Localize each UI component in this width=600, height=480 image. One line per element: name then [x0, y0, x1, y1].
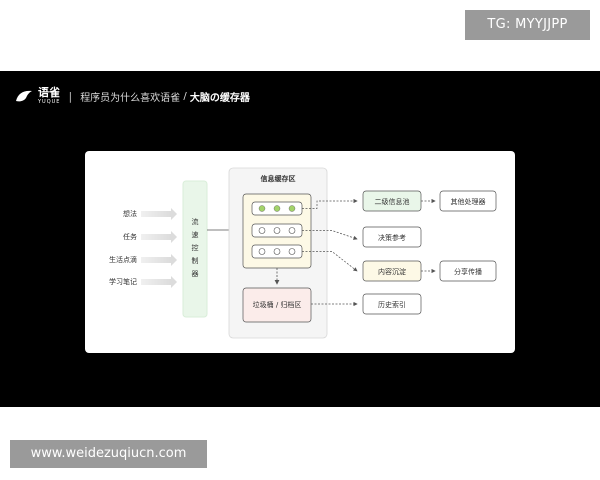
controller-char: 速: [192, 231, 199, 239]
watermark-bottom: www.weidezuqiucn.com: [10, 440, 207, 468]
cache-title: 信息缓存区: [261, 174, 296, 183]
input-arrow-head: [171, 231, 177, 243]
controller-char: 控: [192, 243, 199, 252]
header-separator: |: [68, 89, 73, 103]
breadcrumb-current: 大脑の缓存器: [189, 92, 250, 104]
slot-to-secondary-pool-arrow: [302, 198, 358, 209]
breadcrumb-parent: 程序员为什么喜欢语雀: [80, 92, 181, 104]
input-arrow: [141, 257, 171, 263]
content-deposit-label: 内容沉淀: [378, 267, 406, 276]
decision-reference-label: 决策参考: [378, 233, 406, 242]
other-processor-label: 其他处理器: [451, 197, 486, 206]
controller-char: 器: [192, 270, 199, 278]
input-arrow-head: [171, 254, 177, 266]
input-list: 想法 任务 生活点滴 学习笔记: [109, 208, 177, 288]
flow-controller-box: [182, 180, 208, 318]
diagram-card: 想法 任务 生活点滴 学习笔记 流 速 控 制 器: [85, 151, 515, 353]
input-label: 任务: [123, 232, 137, 241]
share-spread-box: [439, 260, 497, 282]
input-arrow: [141, 234, 171, 240]
secondary-pool-label: 二级信息池: [375, 197, 410, 206]
history-index-label: 历史索引: [378, 300, 406, 309]
breadcrumb-slash: /: [180, 90, 190, 102]
flow-controller-label: 流 速 控 制 器: [192, 217, 199, 278]
input-label: 生活点滴: [109, 255, 137, 264]
cache-slot: [251, 244, 303, 259]
watermark-top: TG: MYYJJPP: [465, 10, 590, 40]
yuque-logo: 语雀 YUQUE: [38, 86, 61, 106]
input-arrow: [141, 211, 171, 217]
cache-slot: [251, 201, 303, 216]
input-label: 学习笔记: [109, 277, 137, 286]
input-arrow: [141, 279, 171, 285]
slot-to-decision-arrow: [302, 230, 358, 240]
yuque-bird-icon: [16, 90, 32, 102]
cache-slot: [251, 223, 303, 238]
memory-cache-diagram: 想法 任务 生活点滴 学习笔记 流 速 控 制 器: [109, 167, 497, 339]
history-index-box: [362, 293, 422, 315]
slide-header: 语雀 YUQUE | 程序员为什么喜欢语雀 / 大脑の缓存器: [14, 84, 250, 108]
logo-subtext: YUQUE: [38, 99, 61, 105]
controller-char: 制: [192, 256, 199, 265]
trash-archive-box: [242, 287, 312, 323]
trash-archive-label: 垃圾桶 / 归档区: [253, 300, 302, 309]
input-arrow-head: [171, 208, 177, 220]
presentation-slide: 语雀 YUQUE | 程序员为什么喜欢语雀 / 大脑の缓存器 想法: [0, 71, 600, 407]
other-processor-box: [439, 190, 497, 212]
slot-to-content-arrow: [302, 251, 358, 272]
logo-wordmark: 语雀: [38, 86, 60, 99]
input-label: 想法: [123, 209, 137, 218]
input-arrow-head: [171, 276, 177, 288]
controller-char: 流: [192, 217, 199, 226]
decision-reference-box: [362, 226, 422, 248]
share-spread-label: 分享传播: [454, 267, 482, 276]
